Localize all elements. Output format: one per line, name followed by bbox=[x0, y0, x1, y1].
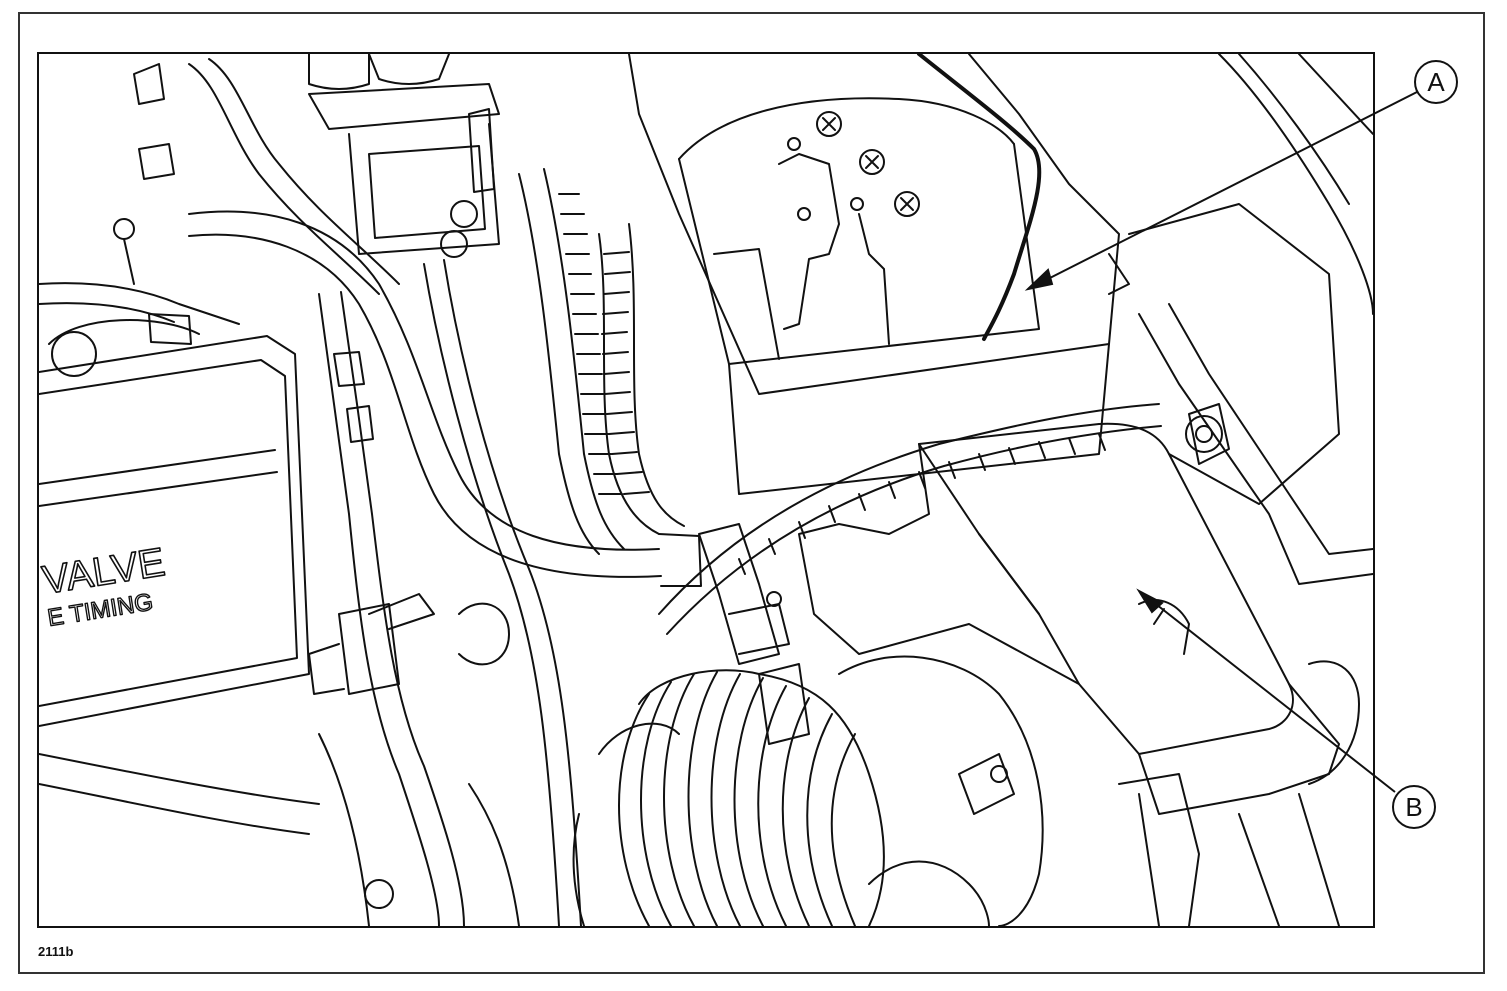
engine-bay-illustration: VALVE E TIMING bbox=[37, 52, 1375, 928]
battery-cable bbox=[917, 54, 1130, 341]
vertical-hoses bbox=[318, 108, 582, 926]
callout-b: B bbox=[1392, 785, 1436, 829]
arrowhead-a bbox=[1024, 268, 1054, 291]
figure-code: 2111b bbox=[38, 944, 74, 959]
bottom-left-components bbox=[39, 593, 520, 926]
center-bracket bbox=[698, 523, 810, 745]
intake-boot bbox=[572, 655, 1200, 926]
top-left-components bbox=[39, 54, 400, 377]
engine-bay-drawing: VALVE E TIMING bbox=[39, 54, 1373, 926]
leader-line-a bbox=[1039, 91, 1418, 284]
air-filter-box bbox=[798, 403, 1340, 815]
leader-line-b bbox=[1151, 600, 1396, 793]
callout-a: A bbox=[1414, 60, 1458, 104]
outer-frame bbox=[18, 12, 1485, 974]
arrowhead-b bbox=[1136, 588, 1164, 614]
